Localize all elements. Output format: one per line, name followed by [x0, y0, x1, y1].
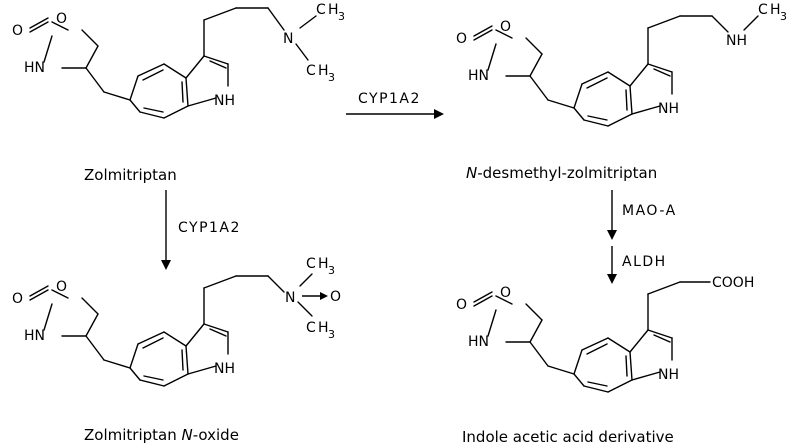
- cyp1a2-left-label: CYP1A2: [178, 220, 241, 236]
- methyl-c-label: C: [306, 63, 316, 79]
- methyl-h-label: H: [770, 2, 781, 18]
- mao-a-label: MAO-A: [622, 203, 677, 219]
- ring-oxygen-label: O: [56, 279, 67, 295]
- carbonyl-oxygen-label: O: [456, 31, 467, 47]
- amine-n-label: N: [283, 31, 293, 47]
- methyl-h-label: H: [318, 63, 329, 79]
- methyl-c-label: C: [758, 2, 768, 18]
- indole-acid-caption: Indole acetic acid derivative: [462, 428, 674, 446]
- mao-a-arrow: [607, 190, 617, 240]
- carbonyl-oxygen-label: O: [12, 23, 23, 39]
- methyl-sub-label: 3: [328, 328, 335, 341]
- aldh-label: ALDH: [622, 254, 667, 270]
- methyl-sub-label: 3: [780, 10, 787, 23]
- methyl-h-label: H: [328, 2, 339, 18]
- n-desmethyl-caption: N-desmethyl-zolmitriptan: [466, 164, 657, 182]
- carbonyl-oxygen-label: O: [456, 297, 467, 313]
- ring-oxygen-label: O: [500, 285, 511, 301]
- n-desmethyl-zolmitriptan-structure: O O HN NH NH C H 3: [456, 2, 787, 127]
- zolmitriptan-caption: Zolmitriptan: [84, 166, 177, 184]
- ring-oxygen-label: O: [56, 11, 67, 27]
- indole-nh-label: NH: [658, 101, 679, 117]
- methyl-c-label: C: [306, 256, 316, 272]
- ring-nh-label: HN: [468, 334, 489, 350]
- cyp1a2-vertical-arrow: [161, 190, 171, 270]
- aldh-arrow: [607, 246, 617, 284]
- indole-nh-label: NH: [214, 361, 235, 377]
- indole-acetic-acid-structure: O O HN NH COOH: [456, 275, 754, 393]
- indole-nh-label: NH: [214, 93, 235, 109]
- methyl-sub-label: 3: [328, 264, 335, 277]
- zolmitriptan-n-oxide-structure: O O HN NH N O C H 3 C H 3: [12, 256, 341, 387]
- n-oxide-oxygen-label: O: [330, 289, 341, 305]
- ring-nh-label: HN: [24, 328, 45, 344]
- cyp1a2-horizontal-arrow: [346, 109, 444, 119]
- methyl-c-label: C: [306, 320, 316, 336]
- methyl-h-label: H: [318, 320, 329, 336]
- indole-nh-label: NH: [658, 367, 679, 383]
- amine-nh-label: NH: [726, 33, 747, 49]
- zolmitriptan-structure: O O HN NH N C H 3 C H 3: [12, 2, 345, 119]
- ring-nh-label: HN: [24, 60, 45, 76]
- amine-n-label: N: [285, 290, 295, 306]
- carbonyl-oxygen-label: O: [12, 291, 23, 307]
- methyl-sub-label: 3: [338, 10, 345, 23]
- cyp1a2-top-label: CYP1A2: [358, 91, 421, 107]
- methyl-h-label: H: [318, 256, 329, 272]
- methyl-sub-label: 3: [328, 71, 335, 84]
- methyl-c-label: C: [316, 2, 326, 18]
- ring-oxygen-label: O: [500, 19, 511, 35]
- n-oxide-caption: Zolmitriptan N-oxide: [84, 426, 239, 444]
- carboxylic-acid-label: COOH: [712, 275, 754, 291]
- ring-nh-label: HN: [468, 68, 489, 84]
